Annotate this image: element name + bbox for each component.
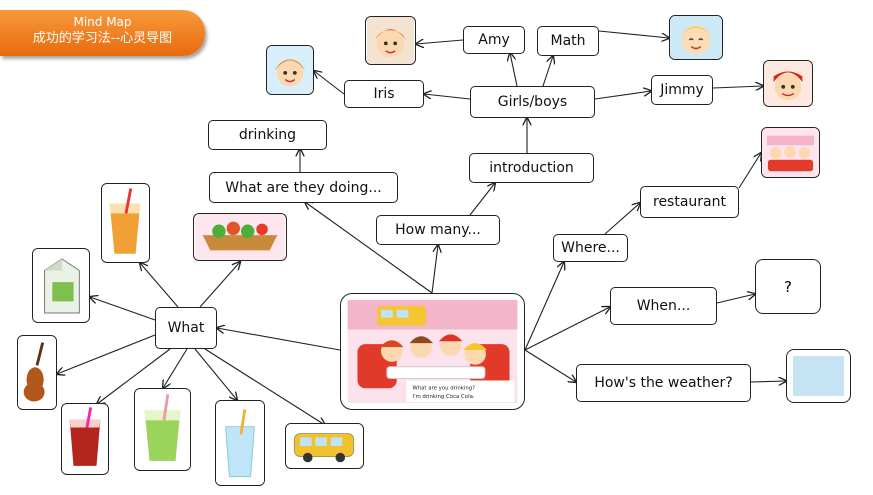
node-iris[interactable]: Iris bbox=[344, 80, 424, 108]
salad-icon bbox=[194, 214, 286, 260]
bus-icon bbox=[286, 424, 363, 468]
mind-map-badge: Mind Map 成功的学习法--心灵导图 bbox=[0, 10, 205, 56]
node-math[interactable]: Math bbox=[537, 26, 599, 56]
link-when-unknown bbox=[716, 294, 755, 304]
water-glass-icon bbox=[216, 401, 264, 485]
juice-cup-icon bbox=[102, 184, 149, 262]
boy-face-icon bbox=[670, 16, 722, 59]
node-restaurant[interactable]: restaurant bbox=[640, 186, 739, 218]
girl-face-icon bbox=[367, 17, 414, 64]
node-unknown[interactable]: ? bbox=[755, 259, 821, 314]
math-picture[interactable] bbox=[669, 15, 723, 60]
center-caption-question: What are you drinking? bbox=[412, 385, 475, 391]
link-howmany-introduction bbox=[469, 183, 495, 216]
salad-picture[interactable] bbox=[193, 213, 287, 261]
link-iris-pic bbox=[314, 71, 345, 95]
link-girls-jimmy bbox=[594, 91, 651, 100]
badge-subtitle: 成功的学习法--心灵导图 bbox=[32, 31, 173, 46]
iris-picture[interactable] bbox=[266, 45, 314, 95]
bus-picture[interactable] bbox=[285, 423, 364, 469]
cola-cup-icon bbox=[62, 404, 108, 474]
center-caption-answer: I'm drinking Coca Cola. bbox=[412, 394, 474, 400]
node-girls-boys[interactable]: Girls/boys bbox=[470, 86, 595, 118]
lemonade-picture[interactable] bbox=[134, 388, 191, 471]
weather-picture[interactable] bbox=[786, 349, 851, 403]
link-center-weather bbox=[524, 349, 576, 382]
link-where-restaurant bbox=[604, 203, 640, 235]
link-math-pic bbox=[598, 30, 669, 38]
node-how-many[interactable]: How many... bbox=[376, 215, 500, 245]
link-what-milk bbox=[90, 297, 156, 321]
node-drinking[interactable]: drinking bbox=[208, 120, 327, 150]
jimmy-picture[interactable] bbox=[763, 60, 813, 107]
link-girls-math bbox=[542, 56, 553, 87]
link-what-violin bbox=[57, 334, 156, 374]
link-center-howmany bbox=[431, 245, 438, 294]
violin-icon bbox=[18, 336, 56, 409]
link-girls-amy bbox=[510, 53, 518, 87]
node-when[interactable]: When... bbox=[610, 287, 717, 325]
node-jimmy[interactable]: Jimmy bbox=[651, 75, 713, 105]
water-picture[interactable] bbox=[215, 400, 265, 486]
node-what[interactable]: What bbox=[155, 307, 217, 349]
badge-title: Mind Map bbox=[73, 15, 132, 29]
link-center-whatdoing bbox=[305, 202, 433, 294]
link-what-salad bbox=[199, 262, 240, 308]
juice-picture[interactable] bbox=[101, 183, 150, 263]
link-what-lemonade bbox=[163, 348, 188, 388]
lemonade-cup-icon bbox=[135, 389, 190, 470]
link-weather-pic bbox=[750, 381, 786, 382]
link-what-water bbox=[194, 348, 237, 400]
sky-icon bbox=[793, 356, 844, 396]
node-where[interactable]: Where... bbox=[553, 234, 628, 262]
link-what-cola bbox=[97, 348, 171, 404]
girl-face-icon bbox=[267, 46, 313, 94]
link-restaurant-pic bbox=[738, 153, 761, 189]
milk-carton-icon bbox=[33, 249, 89, 322]
link-amy-pic bbox=[416, 40, 464, 44]
link-what-bus bbox=[204, 348, 325, 425]
restaurant-picture[interactable] bbox=[761, 127, 820, 178]
link-center-what bbox=[217, 328, 341, 351]
node-weather[interactable]: How's the weather? bbox=[576, 364, 751, 402]
node-amy[interactable]: Amy bbox=[463, 26, 525, 54]
node-what-are-they-doing[interactable]: What are they doing... bbox=[209, 172, 398, 203]
restaurant-scene-icon bbox=[762, 128, 819, 177]
center-picture[interactable]: What are you drinking? I'm drinking Coca… bbox=[340, 293, 525, 410]
link-center-when bbox=[524, 307, 610, 351]
link-girls-iris bbox=[424, 94, 471, 100]
link-what-juice bbox=[140, 263, 179, 308]
node-introduction[interactable]: introduction bbox=[469, 153, 594, 183]
amy-picture[interactable] bbox=[365, 16, 416, 65]
link-jimmy-pic bbox=[712, 86, 763, 88]
cola-picture[interactable] bbox=[61, 403, 109, 475]
boy-face-icon bbox=[764, 61, 812, 106]
children-drinking-icon: What are you drinking? I'm drinking Coca… bbox=[347, 300, 518, 403]
milk-picture[interactable] bbox=[32, 248, 90, 323]
violin-picture[interactable] bbox=[17, 335, 57, 410]
link-center-where bbox=[524, 262, 564, 351]
